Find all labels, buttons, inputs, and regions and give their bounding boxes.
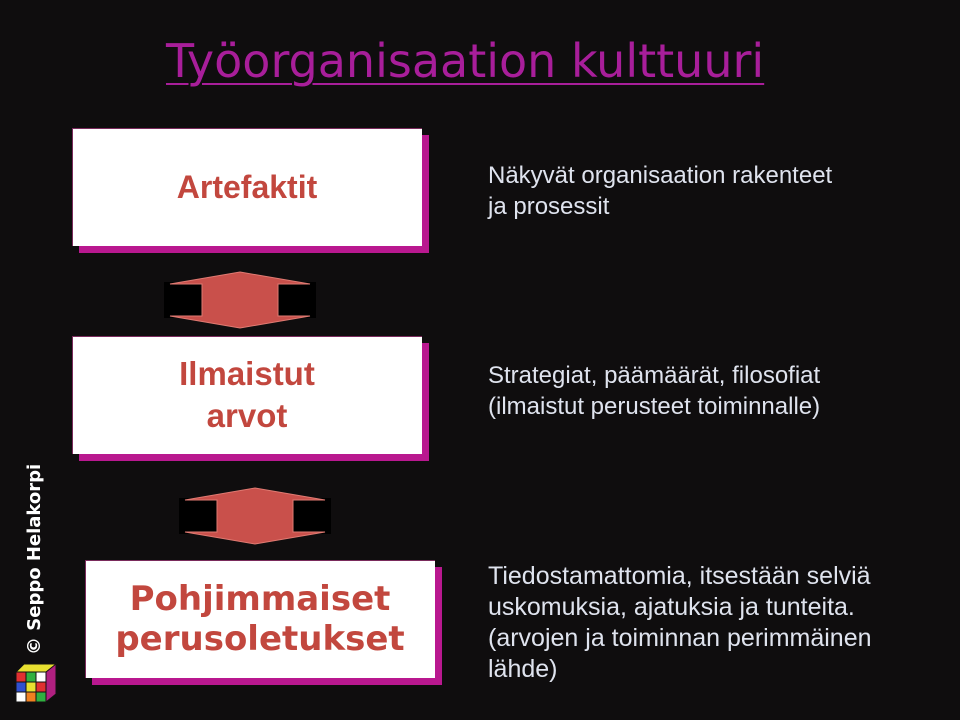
description-line: Tiedostamattomia, itsestään selviä bbox=[488, 562, 871, 590]
box-ilmaistut-arvot: Ilmaistut arvot bbox=[72, 336, 422, 454]
description-ilmaistut-arvot: Strategiat, päämäärät, filosofiat (ilmai… bbox=[488, 360, 820, 422]
description-line: lähde) bbox=[488, 655, 558, 683]
description-line: Näkyvät organisaation rakenteet bbox=[488, 162, 833, 189]
description-line: (ilmaistut perusteet toiminnalle) bbox=[488, 393, 821, 420]
box-ilmaistut-line2: arvot bbox=[206, 397, 288, 434]
rubiks-cube-icon bbox=[14, 662, 58, 704]
double-arrow-icon bbox=[164, 271, 316, 329]
description-line: (arvojen ja toiminnan perimmäinen bbox=[488, 624, 872, 652]
box-artefaktit: Artefaktit bbox=[72, 128, 422, 246]
double-arrow-icon bbox=[179, 487, 331, 545]
box-artefaktit-label: Artefaktit bbox=[176, 168, 318, 205]
description-line: Strategiat, päämäärät, filosofiat bbox=[488, 362, 821, 389]
copyright-notice: © Seppo Helakorpi bbox=[23, 455, 47, 655]
box-pohjimmaiset-perusoletukset: Pohjimmaiset perusoletukset bbox=[85, 560, 435, 678]
box-pohjimmaiset-line1: Pohjimmaiset bbox=[129, 579, 391, 619]
box-ilmaistut-line1: Ilmaistut bbox=[179, 355, 315, 392]
description-line: ja prosessit bbox=[488, 193, 610, 220]
box-pohjimmaiset-line2: perusoletukset bbox=[115, 619, 405, 659]
description-artefaktit: Näkyvät organisaation rakenteet ja prose… bbox=[488, 160, 832, 222]
copyright-text: © Seppo Helakorpi bbox=[24, 463, 45, 655]
description-perusoletukset: Tiedostamattomia, itsestään selviä uskom… bbox=[488, 561, 872, 685]
slide-title: Työorganisaation kulttuuri bbox=[166, 34, 765, 88]
description-line: uskomuksia, ajatuksia ja tunteita. bbox=[488, 593, 855, 621]
